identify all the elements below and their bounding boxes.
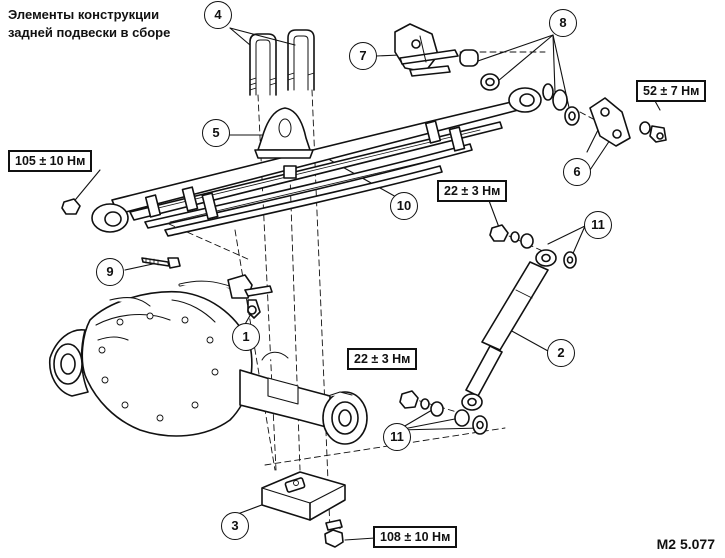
diagram-title: Элементы конструкции задней подвески в с…	[8, 6, 208, 42]
callout-10: 10	[390, 192, 418, 220]
rear-axle-housing	[48, 290, 368, 445]
leader-lines	[70, 27, 661, 541]
figure-code: M2 5.077	[656, 536, 715, 552]
shackle-plate	[589, 97, 667, 147]
assembly-guide-lines	[159, 51, 611, 531]
shackle-bracket	[394, 23, 459, 77]
title-line-1: Элементы конструкции	[8, 7, 160, 22]
callout-4: 4	[204, 1, 232, 29]
title-line-2: задней подвески в сборе	[8, 25, 171, 40]
spring-seat-plate	[261, 471, 346, 521]
center-bolt	[283, 165, 297, 179]
shackle-parts	[459, 49, 580, 126]
callout-8: 8	[549, 9, 577, 37]
u-bolt-nut	[324, 519, 344, 548]
torque-label-shock-lower: 22 ± 3 Нм	[347, 348, 418, 370]
shock-lower-hardware	[399, 390, 488, 435]
callout-9: 9	[96, 258, 124, 286]
bump-stop	[254, 107, 314, 159]
callout-1: 1	[232, 323, 260, 351]
torque-label-shackle-nut: 52 ± 7 Нм	[636, 80, 707, 102]
callout-3: 3	[221, 512, 249, 540]
torque-label-front-nut: 105 ± 10 Нм	[8, 150, 93, 172]
brake-line-bracket	[178, 274, 273, 319]
front-spring-nut	[61, 198, 81, 215]
shock-upper-hardware	[489, 224, 577, 269]
shock-absorber	[461, 249, 557, 411]
front-spring-bolt	[141, 257, 181, 269]
leaf-spring	[91, 87, 542, 237]
callout-5: 5	[202, 119, 230, 147]
torque-label-shock-upper: 22 ± 3 Нм	[437, 180, 508, 202]
u-bolts	[249, 29, 315, 96]
callout-11-upper: 11	[584, 211, 612, 239]
callout-11-lower: 11	[383, 423, 411, 451]
callout-2: 2	[547, 339, 575, 367]
callout-6: 6	[563, 158, 591, 186]
torque-label-u-bolt-nut: 108 ± 10 Нм	[373, 526, 458, 548]
callout-7: 7	[349, 42, 377, 70]
